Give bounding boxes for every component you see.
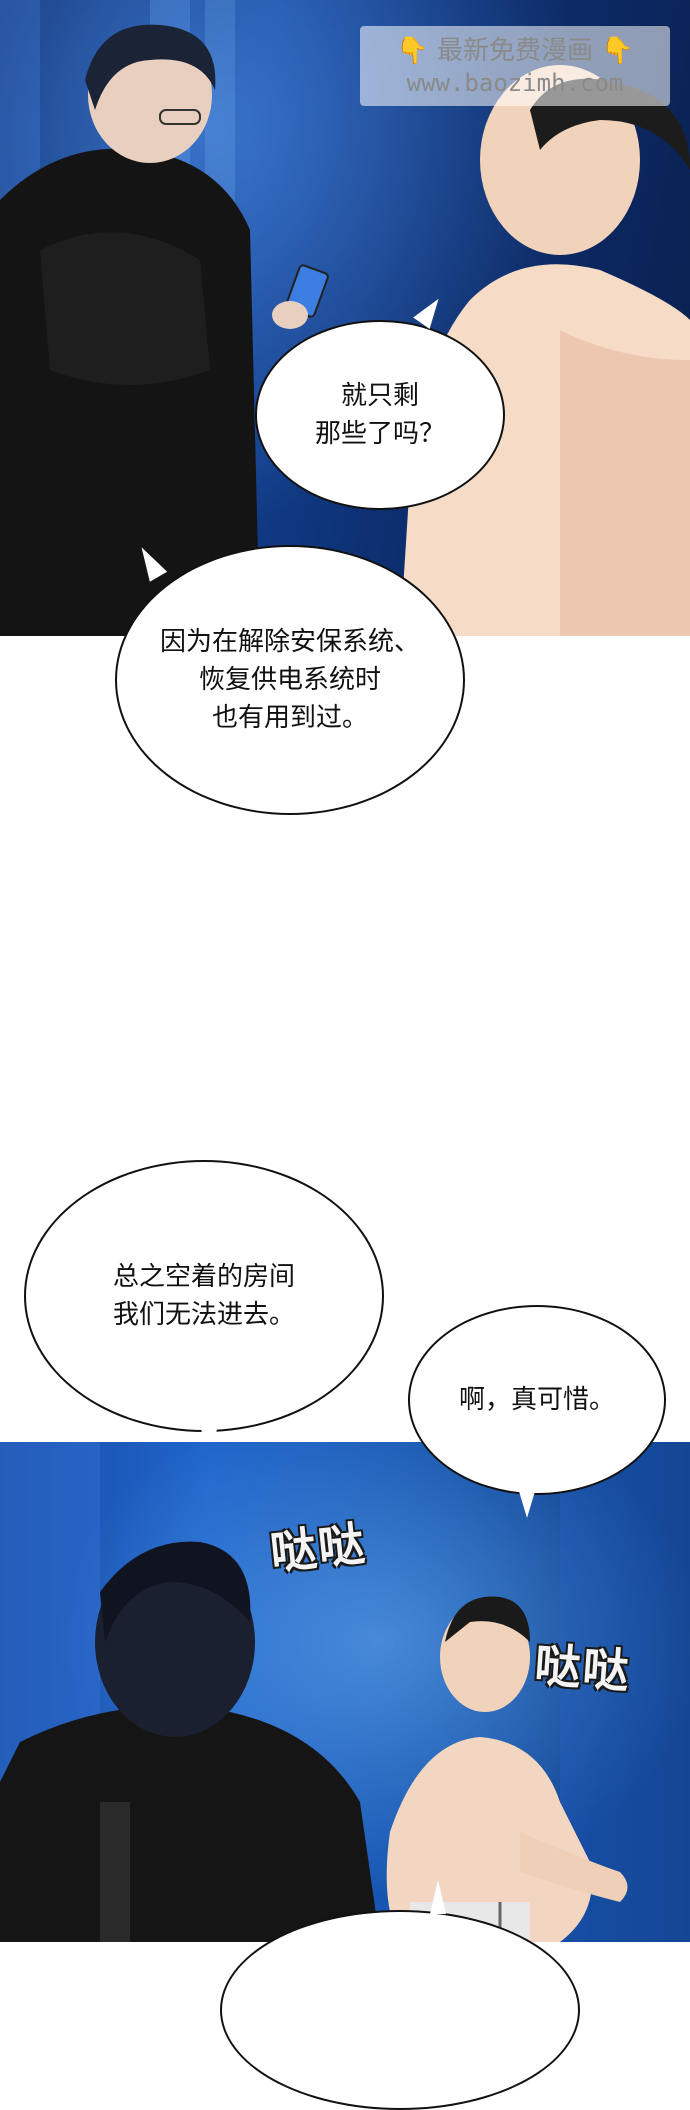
comic-panel-bottom: 哒哒 哒哒 xyxy=(0,1442,690,1942)
watermark: 👇 最新免费漫画 👇 www.baozimh.com xyxy=(360,26,670,106)
watermark-url: www.baozimh.com xyxy=(406,69,624,97)
speech-bubble: 啊，真可惜。 xyxy=(408,1305,666,1495)
speech-bubble-tail xyxy=(518,1488,536,1518)
cloaked-man-figure xyxy=(0,0,690,636)
pointing-hand-icon: 👇 xyxy=(601,36,634,66)
pointing-hand-icon: 👇 xyxy=(396,36,429,66)
speech-bubble: 因为在解除安保系统、 恢复供电系统时 也有用到过。 xyxy=(115,545,465,815)
speech-bubble: 总之空着的房间 我们无法进去。 xyxy=(24,1160,384,1432)
sound-effect-text: 哒哒 xyxy=(533,1637,633,1699)
speech-bubble-tail xyxy=(430,1880,446,1914)
speech-bubble-partial xyxy=(220,1910,580,2110)
watermark-text: 最新免费漫画 xyxy=(436,36,593,66)
comic-panel-top: 就只剩 那些了吗？ xyxy=(0,0,690,636)
sound-effect-text: 哒哒 xyxy=(267,1516,369,1580)
speech-bubble: 就只剩 那些了吗？ xyxy=(255,320,505,510)
watermark-title: 👇 最新免费漫画 👇 xyxy=(396,34,633,68)
